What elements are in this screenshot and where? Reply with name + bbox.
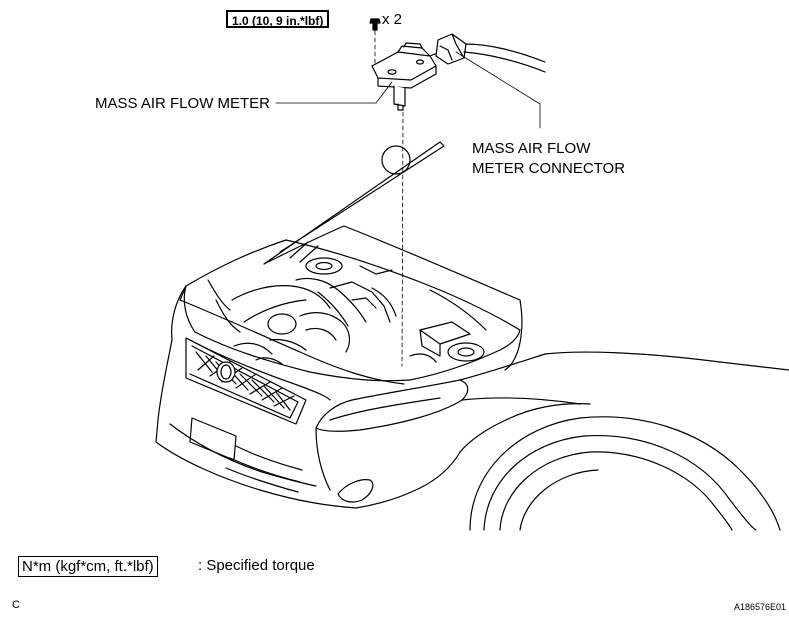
mass-air-flow-meter-connector-part: [429, 33, 546, 73]
bolt-quantity-label: x 2: [382, 11, 403, 28]
connector-label-line2: METER CONNECTOR: [472, 160, 626, 177]
license-plate: [189, 417, 237, 461]
connector-label-line1: MASS AIR FLOW: [472, 140, 591, 157]
bolt-icon: [369, 18, 381, 31]
brand-emblem-icon: [216, 361, 236, 383]
mass-air-flow-meter-part: [371, 42, 437, 111]
install-guide-line: [401, 111, 404, 367]
meter-leader-line-2: [375, 81, 393, 104]
engine-bay: [183, 239, 521, 382]
legend-text: : Specified torque: [198, 557, 315, 574]
corner-letter: C: [12, 599, 20, 611]
connector-leader-line: [455, 51, 541, 129]
car-body: [155, 285, 789, 531]
hood: [263, 141, 523, 371]
torque-spec-box: 1.0 (10, 9 in.*lbf): [226, 10, 330, 28]
figure-code: A186576E01: [734, 602, 787, 612]
legend-unit-box: N*m (kgf*cm, ft.*lbf): [18, 556, 158, 577]
mass-air-flow-meter-label: MASS AIR FLOW METER: [95, 95, 271, 112]
